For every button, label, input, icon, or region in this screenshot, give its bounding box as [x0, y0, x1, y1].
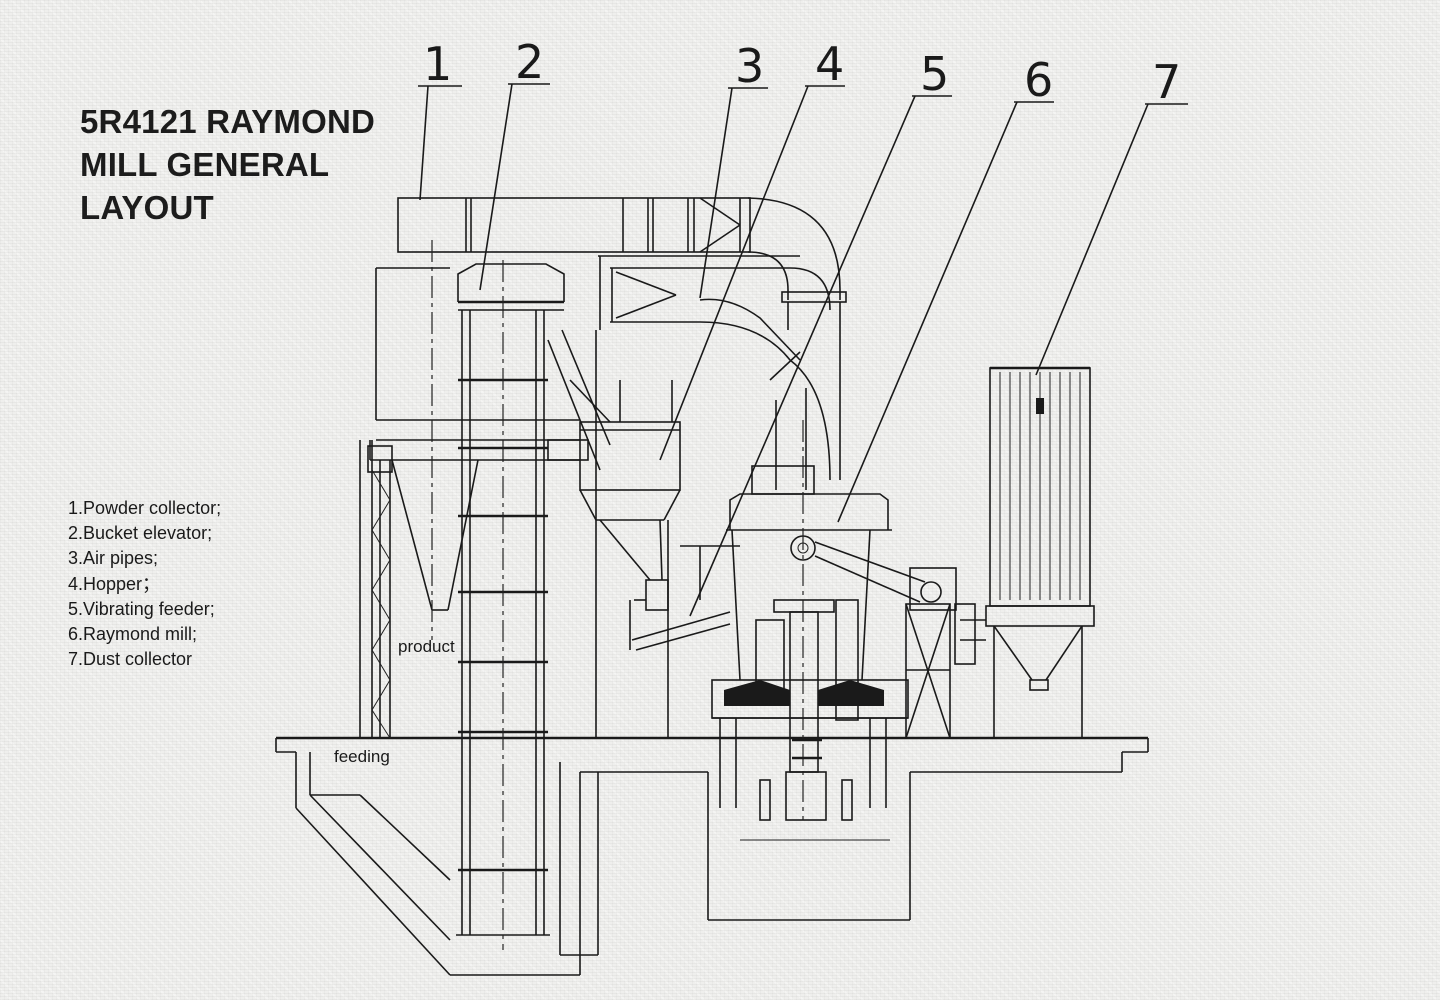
- product-label: product: [398, 637, 455, 656]
- title-line-2: MILL GENERAL: [80, 146, 330, 183]
- callouts: 1 2 3 4 5 6 7: [418, 35, 1188, 617]
- legend-item-powder-collector: 1.Powder collector;: [68, 498, 222, 518]
- callout-1: 1: [423, 37, 452, 91]
- legend-item-raymond-mill: 6.Raymond mill;: [68, 624, 198, 645]
- feeding-label: feeding: [334, 747, 390, 766]
- diagram-title: 5R4121 RAYMOND MILL GENERAL LAYOUT: [80, 100, 375, 229]
- vibrating-feeder: [629, 545, 740, 651]
- bucket-elevator: [456, 260, 611, 950]
- legend-item-dust-collector: 7.Dust collector: [68, 649, 193, 670]
- hopper: [569, 330, 681, 738]
- callout-5: 5: [920, 47, 949, 101]
- title-line-3: LAYOUT: [80, 189, 214, 226]
- air-pipes: [598, 197, 847, 495]
- callout-2: 2: [515, 35, 544, 89]
- dust-collector: [960, 366, 1095, 738]
- legend-item-air-pipes: 3.Air pipes;: [68, 548, 159, 569]
- legend-item-vibrating-feeder: 5.Vibrating feeder;: [68, 598, 215, 619]
- parts-legend: 1.Powder collector; 2.Bucket elevator; 3…: [68, 496, 221, 672]
- callout-4: 4: [815, 37, 844, 91]
- foundation: feeding: [275, 736, 1149, 976]
- legend-item-bucket-elevator: 2.Bucket elevator;: [68, 523, 213, 544]
- legend-item-hopper: 4.Hopper；: [68, 573, 161, 594]
- raymond-mill: [711, 420, 976, 821]
- title-line-1: 5R4121 RAYMOND: [80, 103, 376, 140]
- callout-6: 6: [1024, 53, 1053, 107]
- callout-7: 7: [1152, 55, 1181, 109]
- powder-collector: product: [359, 197, 751, 739]
- callout-3: 3: [735, 39, 764, 93]
